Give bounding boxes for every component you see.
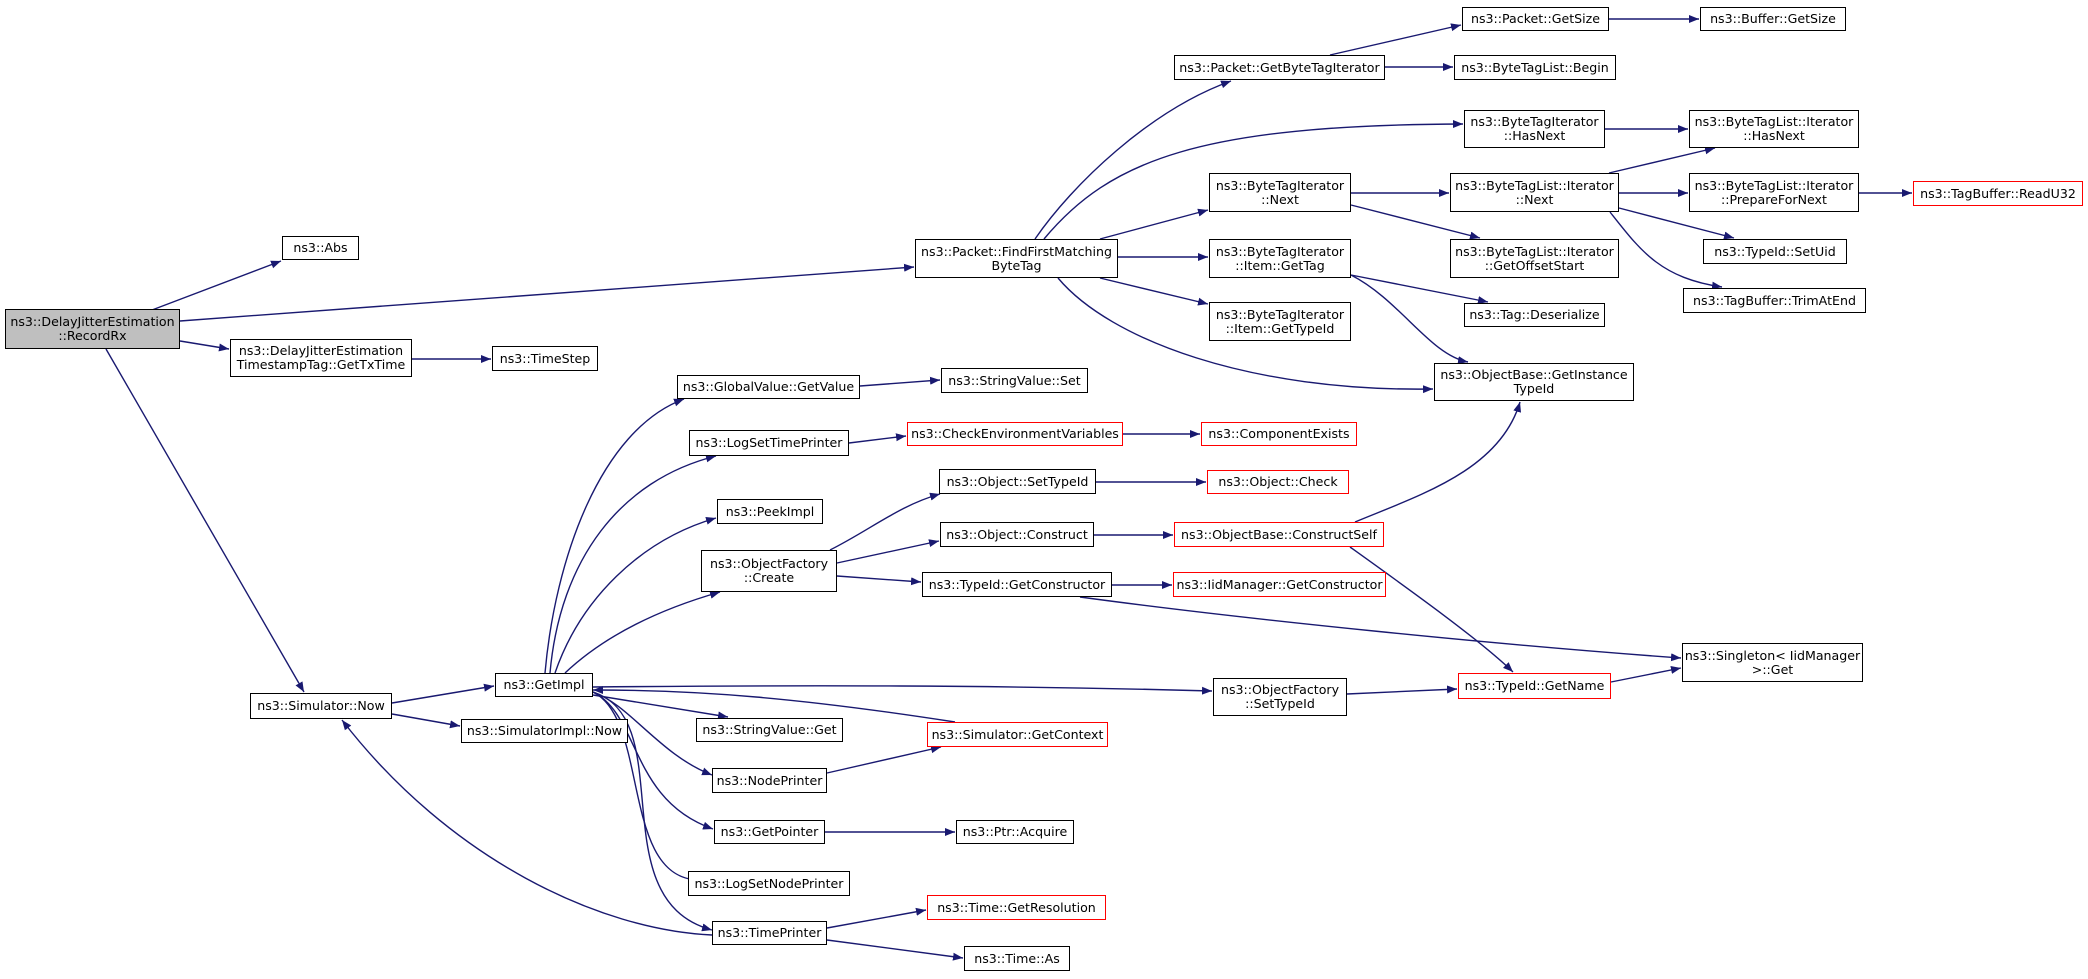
edge-btlinext-to-btlihasnext — [1608, 146, 1716, 174]
node-root[interactable]: ns3::DelayJitterEstimation ::RecordRx — [5, 309, 180, 349]
edge-ofcreate-to-objconstruct — [836, 539, 940, 564]
node-trimatend[interactable]: ns3::TagBuffer::TrimAtEnd — [1683, 288, 1866, 313]
edge-gvgetvalue-to-svset — [859, 376, 941, 387]
node-logstp[interactable]: ns3::LogSetTimePrinter — [689, 430, 849, 456]
edge-simnow-to-simimplnow — [391, 713, 461, 729]
edge-logstp-to-checkenv — [848, 433, 907, 444]
node-svget[interactable]: ns3::StringValue::Get — [696, 718, 843, 742]
node-nodeprinter[interactable]: ns3::NodePrinter — [712, 768, 827, 793]
node-getbti[interactable]: ns3::Packet::GetByteTagIterator — [1174, 55, 1385, 80]
edge-ffmbt-to-btihasnext — [1043, 120, 1464, 240]
node-simnow[interactable]: ns3::Simulator::Now — [250, 693, 392, 719]
edge-getimpl-to-ofcreate — [564, 590, 721, 674]
edge-btiigettag-to-tagdeser — [1350, 274, 1489, 304]
node-readu32[interactable]: ns3::TagBuffer::ReadU32 — [1913, 181, 2083, 206]
edge-root-to-ffmbt — [179, 263, 915, 322]
edge-root-to-gettx — [179, 340, 230, 352]
node-btlihasnext[interactable]: ns3::ByteTagList::Iterator ::HasNext — [1689, 110, 1859, 148]
edge-ffmbt-to-obgetitid — [1057, 277, 1434, 394]
node-btihasnext[interactable]: ns3::ByteTagIterator ::HasNext — [1464, 110, 1605, 148]
edge-ffmbt-to-btinext — [1099, 208, 1209, 240]
node-pgetsize[interactable]: ns3::Packet::GetSize — [1462, 7, 1609, 31]
edge-getimpl-to-ofsettid — [592, 685, 1213, 695]
node-obconstructself[interactable]: ns3::ObjectBase::ConstructSelf — [1174, 522, 1384, 547]
node-getpointer[interactable]: ns3::GetPointer — [714, 820, 825, 844]
edge-btiigettag-to-obgetitid — [1350, 274, 1469, 365]
node-objsettid[interactable]: ns3::Object::SetTypeId — [939, 469, 1096, 494]
node-iidgetctor[interactable]: ns3::IidManager::GetConstructor — [1173, 572, 1386, 597]
edge-ffmbt-to-btiigettid — [1099, 277, 1209, 306]
node-setuid[interactable]: ns3::TypeId::SetUid — [1703, 239, 1847, 264]
node-tidgetname[interactable]: ns3::TypeId::GetName — [1458, 673, 1611, 699]
node-btliprep[interactable]: ns3::ByteTagList::Iterator ::PrepareForN… — [1689, 173, 1859, 212]
edge-getimpl-to-getpointer — [592, 691, 714, 830]
node-btinext[interactable]: ns3::ByteTagIterator ::Next — [1209, 173, 1351, 212]
edge-ofcreate-to-tidgetctor — [836, 575, 922, 586]
edge-timeprinter-to-timeas — [826, 939, 964, 961]
node-ptracquire[interactable]: ns3::Ptr::Acquire — [956, 820, 1074, 844]
node-btligetoff[interactable]: ns3::ByteTagList::Iterator ::GetOffsetSt… — [1450, 239, 1619, 278]
node-ofcreate[interactable]: ns3::ObjectFactory ::Create — [701, 550, 837, 592]
edge-nodeprinter-to-simgetctx — [826, 745, 942, 774]
node-btlinext[interactable]: ns3::ByteTagList::Iterator ::Next — [1450, 173, 1619, 212]
node-checkenv[interactable]: ns3::CheckEnvironmentVariables — [907, 422, 1123, 446]
node-btiigettag[interactable]: ns3::ByteTagIterator ::Item::GetTag — [1209, 239, 1351, 278]
edge-getimpl-to-logstp — [549, 454, 717, 674]
node-gettx[interactable]: ns3::DelayJitterEstimation TimestampTag:… — [230, 339, 412, 377]
node-singleton[interactable]: ns3::Singleton< IidManager >::Get — [1682, 643, 1863, 682]
edge-root-to-simnow — [105, 348, 305, 693]
edge-getimpl-to-svget — [592, 694, 729, 720]
node-abs[interactable]: ns3::Abs — [282, 236, 359, 260]
node-tidgetctor[interactable]: ns3::TypeId::GetConstructor — [922, 572, 1112, 597]
edge-tidgetname-to-singleton — [1610, 666, 1682, 683]
node-ofsettid[interactable]: ns3::ObjectFactory ::SetTypeId — [1213, 678, 1347, 716]
node-compexists[interactable]: ns3::ComponentExists — [1201, 422, 1357, 446]
edge-ofcreate-to-objsettid — [829, 492, 941, 551]
node-logsnp[interactable]: ns3::LogSetNodePrinter — [688, 871, 850, 896]
edge-simgetctx-to-getimpl — [592, 686, 956, 723]
edge-root-to-abs — [151, 260, 282, 311]
node-simimplnow[interactable]: ns3::SimulatorImpl::Now — [461, 719, 628, 743]
node-timegetres[interactable]: ns3::Time::GetResolution — [927, 895, 1106, 920]
node-ffmbt[interactable]: ns3::Packet::FindFirstMatching ByteTag — [915, 239, 1118, 278]
node-bgetsize[interactable]: ns3::Buffer::GetSize — [1700, 7, 1846, 31]
node-timeas[interactable]: ns3::Time::As — [964, 946, 1070, 971]
node-getimpl[interactable]: ns3::GetImpl — [495, 673, 593, 697]
node-objconstruct[interactable]: ns3::Object::Construct — [940, 522, 1094, 547]
node-timestep[interactable]: ns3::TimeStep — [492, 346, 598, 371]
edge-obconstructself-to-obgetitid — [1354, 401, 1522, 523]
edge-timeprinter-to-timegetres — [826, 907, 927, 929]
node-timeprinter[interactable]: ns3::TimePrinter — [712, 921, 827, 945]
edge-btlinext-to-setuid — [1618, 207, 1735, 240]
edge-obconstructself-to-tidgetname — [1349, 546, 1514, 673]
edge-ofsettid-to-tidgetname — [1346, 685, 1458, 695]
node-gvgetvalue[interactable]: ns3::GlobalValue::GetValue — [677, 375, 860, 399]
edge-tidgetctor-to-singleton — [1079, 596, 1682, 662]
node-simgetctx[interactable]: ns3::Simulator::GetContext — [927, 722, 1108, 747]
node-btiigettid[interactable]: ns3::ByteTagIterator ::Item::GetTypeId — [1209, 302, 1351, 341]
node-obgetitid[interactable]: ns3::ObjectBase::GetInstance TypeId — [1434, 363, 1634, 401]
edge-timeprinter-to-simnow — [341, 719, 713, 936]
node-btlbegin[interactable]: ns3::ByteTagList::Begin — [1454, 55, 1616, 80]
node-objcheck[interactable]: ns3::Object::Check — [1207, 470, 1349, 494]
edge-getimpl-to-gvgetvalue — [544, 398, 685, 674]
edge-btlinext-to-trimatend — [1609, 211, 1723, 290]
edge-ffmbt-to-getbti — [1034, 80, 1232, 240]
edge-btinext-to-btligetoff — [1350, 204, 1481, 240]
edge-simnow-to-getimpl — [391, 683, 495, 704]
edge-getimpl-to-timeprinter — [592, 691, 713, 932]
edge-getimpl-to-logsnp — [592, 691, 701, 884]
node-peekimpl[interactable]: ns3::PeekImpl — [717, 499, 823, 524]
edge-getimpl-to-peekimpl — [554, 516, 717, 674]
edge-getbti-to-pgetsize — [1329, 23, 1462, 56]
node-tagdeser[interactable]: ns3::Tag::Deserialize — [1464, 303, 1605, 327]
node-svset[interactable]: ns3::StringValue::Set — [941, 368, 1088, 393]
